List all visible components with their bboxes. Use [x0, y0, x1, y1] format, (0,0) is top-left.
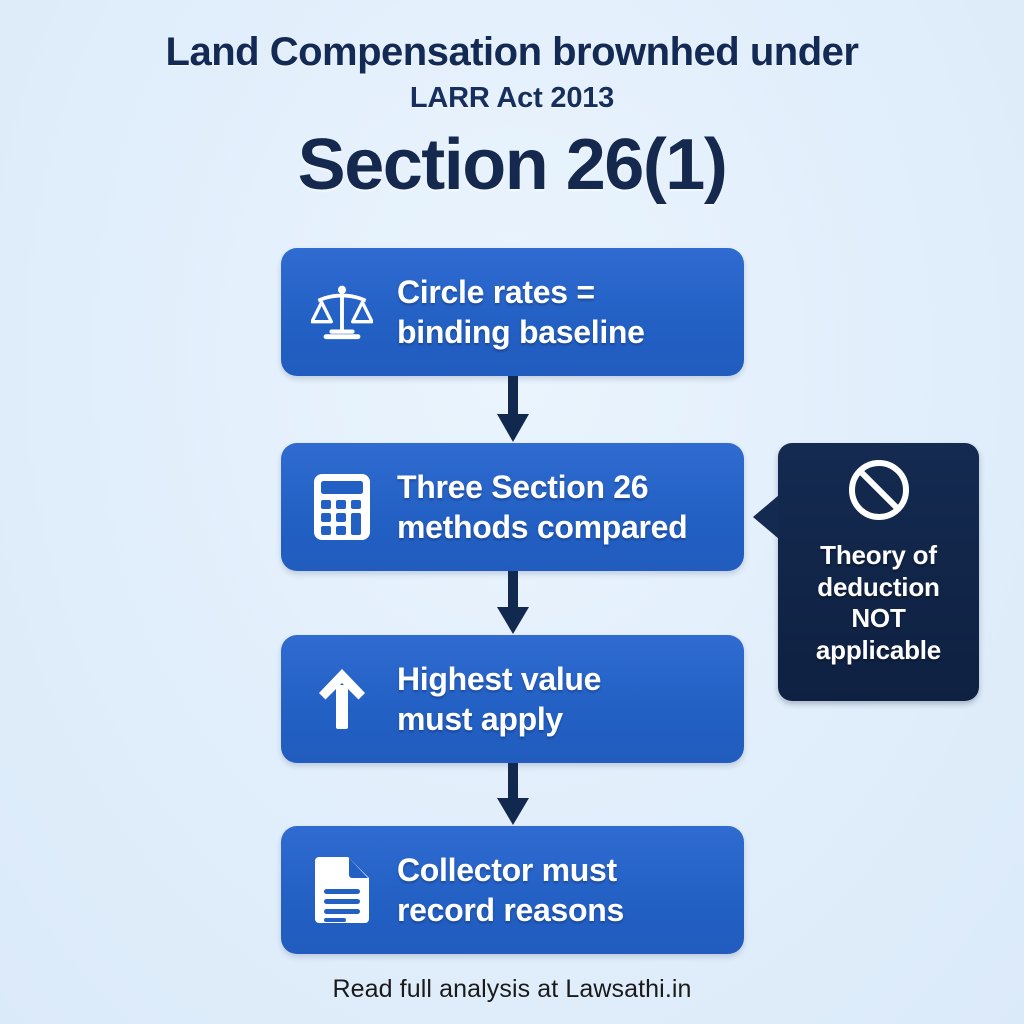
document-icon [309, 855, 375, 925]
flow-step-1-line-1: Circle rates = [397, 274, 595, 310]
calculator-icon [309, 472, 375, 542]
header: Land Compensation brownhed under LARR Ac… [0, 30, 1024, 201]
flow-step-3-label: Highest value must apply [397, 659, 601, 739]
up-arrow-icon [309, 664, 375, 734]
footer-attribution: Read full analysis at Lawsathi.in [332, 975, 692, 1003]
flow-step-1-line-2: binding baseline [397, 314, 645, 350]
callout-text: Theory of deduction NOT applicable [810, 540, 947, 667]
callout-line-2: deduction [817, 571, 940, 602]
flow-step-3-line-2: must apply [397, 701, 563, 737]
flow-step-4-label: Collector must record reasons [397, 850, 624, 930]
scales-of-justice-icon [309, 277, 375, 347]
down-arrow-connector-icon [496, 571, 530, 636]
down-arrow-connector-icon [496, 376, 530, 444]
flow-step-3: Highest value must apply [281, 635, 744, 763]
title-line-1: Land Compensation brownhed under [165, 30, 859, 74]
flow-step-1-label: Circle rates = binding baseline [397, 272, 645, 352]
flow-step-4: Collector must record reasons [281, 826, 744, 954]
flow-step-1: Circle rates = binding baseline [281, 248, 744, 376]
flow-step-3-line-1: Highest value [397, 661, 602, 697]
callout-pointer-tail [753, 495, 779, 539]
down-arrow-connector-icon [496, 763, 530, 827]
callout-warning: Theory of deduction NOT applicable [753, 443, 979, 701]
title-line-2: LARR Act 2013 [409, 81, 615, 114]
callout-line-1: Theory of [820, 540, 937, 570]
flow-step-2: Three Section 26 methods compared [281, 443, 744, 571]
callout-line-3: NOT [851, 603, 906, 634]
flow-step-2-line-1: Three Section 26 [397, 469, 649, 505]
flow-step-4-line-2: record reasons [397, 892, 625, 928]
flow-step-2-line-2: methods compared [397, 509, 688, 545]
prohibited-sign-icon [846, 457, 912, 528]
callout-line-4: applicable [815, 635, 942, 666]
flow-step-4-line-1: Collector must [397, 852, 617, 888]
page-title: Section 26(1) [297, 124, 728, 205]
flow-step-2-label: Three Section 26 methods compared [397, 467, 688, 547]
